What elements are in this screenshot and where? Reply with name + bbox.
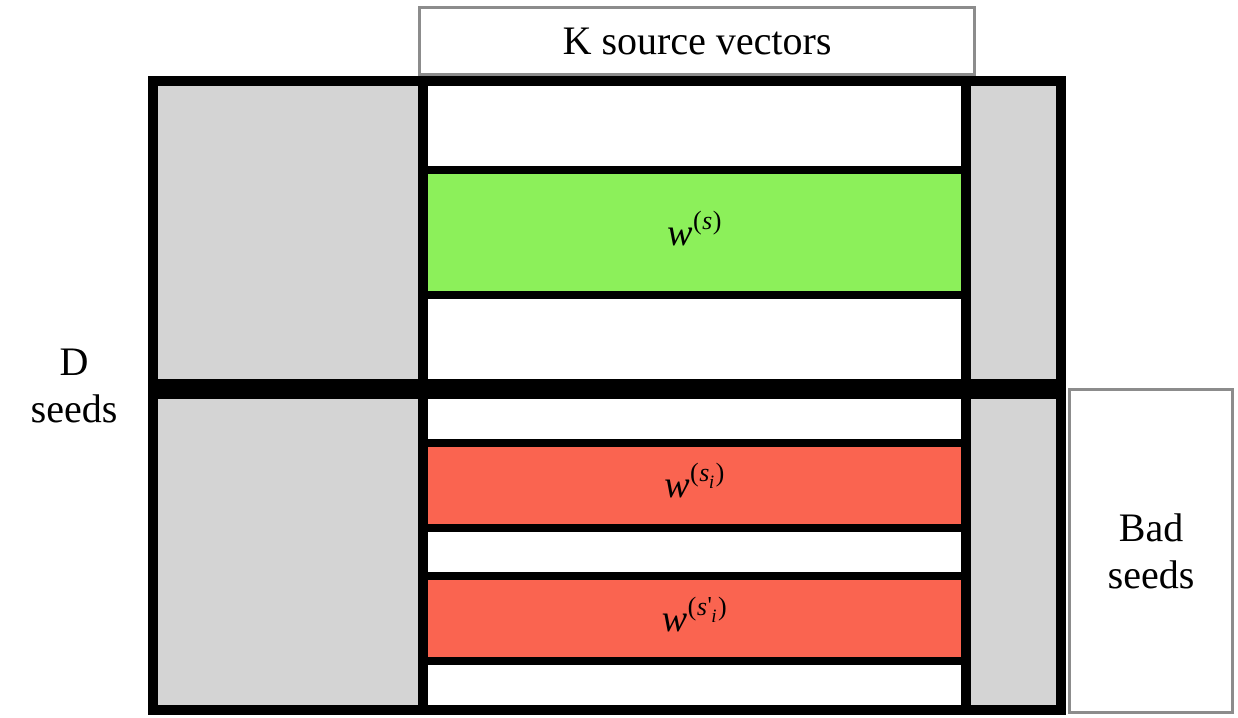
- formula-symbol: s: [699, 458, 710, 488]
- formula-subscript: i: [711, 605, 718, 627]
- d-seeds-line-1: D: [59, 338, 89, 384]
- source-vector-row: [428, 532, 961, 572]
- formula-prime: ': [707, 592, 713, 619]
- source-vector-column-upper: w(s): [428, 86, 961, 380]
- formula-symbol: s: [696, 591, 708, 621]
- formula-subscript: i: [708, 472, 715, 494]
- formula-paren-open: (: [690, 458, 700, 488]
- formula-paren-close: ): [712, 205, 722, 235]
- bad-seeds-line-1: Bad: [1118, 504, 1184, 550]
- d-seeds-line-2: seeds: [30, 386, 118, 431]
- formula-symbol: s: [702, 205, 713, 235]
- right-gray-column-upper: [971, 86, 1056, 379]
- formula-superscript: (s'i): [687, 591, 728, 626]
- source-vector-row: [428, 86, 961, 166]
- source-vector-row-bad-2: w(s'i): [428, 579, 961, 658]
- source-vector-row: [428, 665, 961, 705]
- source-vector-row: [428, 299, 961, 380]
- formula-base: w: [667, 211, 693, 254]
- k-source-vectors-label: K source vectors: [418, 6, 976, 76]
- good-seed-block: w(s): [148, 76, 1066, 389]
- left-gray-column-lower: [158, 399, 418, 705]
- d-seeds-label: D seeds: [6, 330, 142, 440]
- formula-base: w: [661, 597, 688, 640]
- bad-seeds-label: Bad seeds: [1068, 388, 1234, 714]
- formula-paren-close: ): [715, 458, 725, 488]
- formula-superscript: (s): [692, 205, 722, 235]
- formula-paren-open: (: [687, 591, 697, 621]
- right-gray-column-lower: [971, 399, 1056, 705]
- left-gray-column-upper: [158, 86, 418, 379]
- formula-paren-close: ): [718, 591, 728, 621]
- formula-base: w: [664, 464, 691, 507]
- source-vector-row-good: w(s): [428, 173, 961, 292]
- bad-seed-formula-2: w(s'i): [661, 593, 727, 640]
- source-vector-row: [428, 399, 961, 439]
- bad-seeds-line-2: seeds: [1107, 552, 1195, 597]
- good-seed-formula: w(s): [667, 207, 722, 254]
- formula-paren-open: (: [692, 205, 703, 235]
- k-source-vectors-text: K source vectors: [562, 18, 832, 64]
